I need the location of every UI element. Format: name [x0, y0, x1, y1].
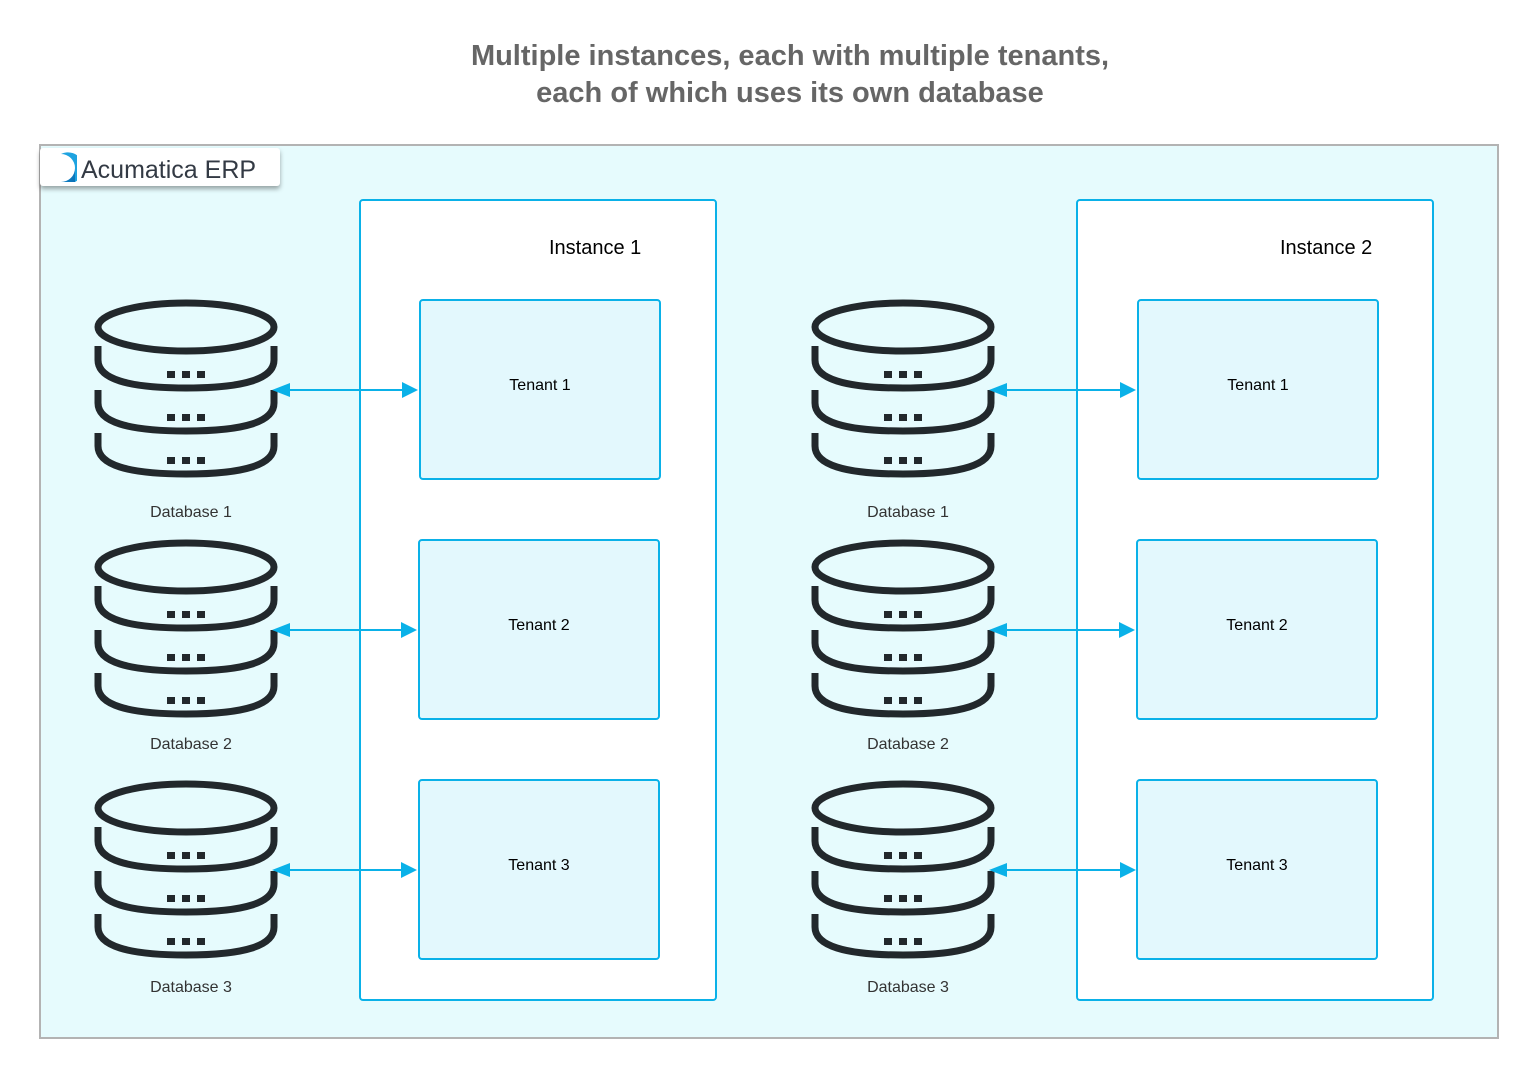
- tenant-label: Tenant 1: [1227, 376, 1289, 394]
- instance-2-database-2-label: Database 2: [867, 736, 949, 753]
- instance-1-database-1-label: Database 1: [150, 504, 232, 521]
- tenant-label: Tenant 1: [509, 376, 571, 394]
- tenant-label: Tenant 2: [1226, 616, 1288, 634]
- tenant-label: Tenant 2: [508, 616, 570, 634]
- tenant-label: Tenant 3: [1226, 856, 1288, 874]
- brand-label: Acumatica ERP: [81, 156, 257, 184]
- instance-1-label: Instance 1: [549, 237, 642, 259]
- instance-1-database-3-label: Database 3: [150, 979, 232, 996]
- database-stack-icon: [808, 779, 998, 969]
- database-stack-icon: [91, 779, 281, 969]
- instance-1-database-2-label: Database 2: [150, 736, 232, 753]
- instance-2-tenant-2: Tenant 2: [1136, 539, 1378, 720]
- instance-2-tenant-3: Tenant 3: [1136, 779, 1378, 960]
- title-line-2: each of which uses its own database: [536, 77, 1044, 109]
- tenant-label: Tenant 3: [508, 856, 570, 874]
- title-line-1: Multiple instances, each with multiple t…: [470, 40, 1110, 72]
- instance-2-tenant-1: Tenant 1: [1137, 299, 1379, 480]
- database-stack-icon: [91, 538, 281, 728]
- diagram-title: Multiple instances, each with multiple t…: [0, 38, 1540, 112]
- acumatica-erp-badge: Acumatica ERP: [40, 148, 280, 186]
- instance-2-database-1-label: Database 1: [867, 504, 949, 521]
- instance-2-database-3-label: Database 3: [867, 979, 949, 996]
- instance-2-label: Instance 2: [1280, 237, 1373, 259]
- database-stack-icon: [808, 298, 998, 488]
- acumatica-logo-icon: [45, 152, 84, 189]
- database-stack-icon: [91, 298, 281, 488]
- instance-1-tenant-2: Tenant 2: [418, 539, 660, 720]
- instance-1-tenant-1: Tenant 1: [419, 299, 661, 480]
- instance-1-tenant-3: Tenant 3: [418, 779, 660, 960]
- database-stack-icon: [808, 538, 998, 728]
